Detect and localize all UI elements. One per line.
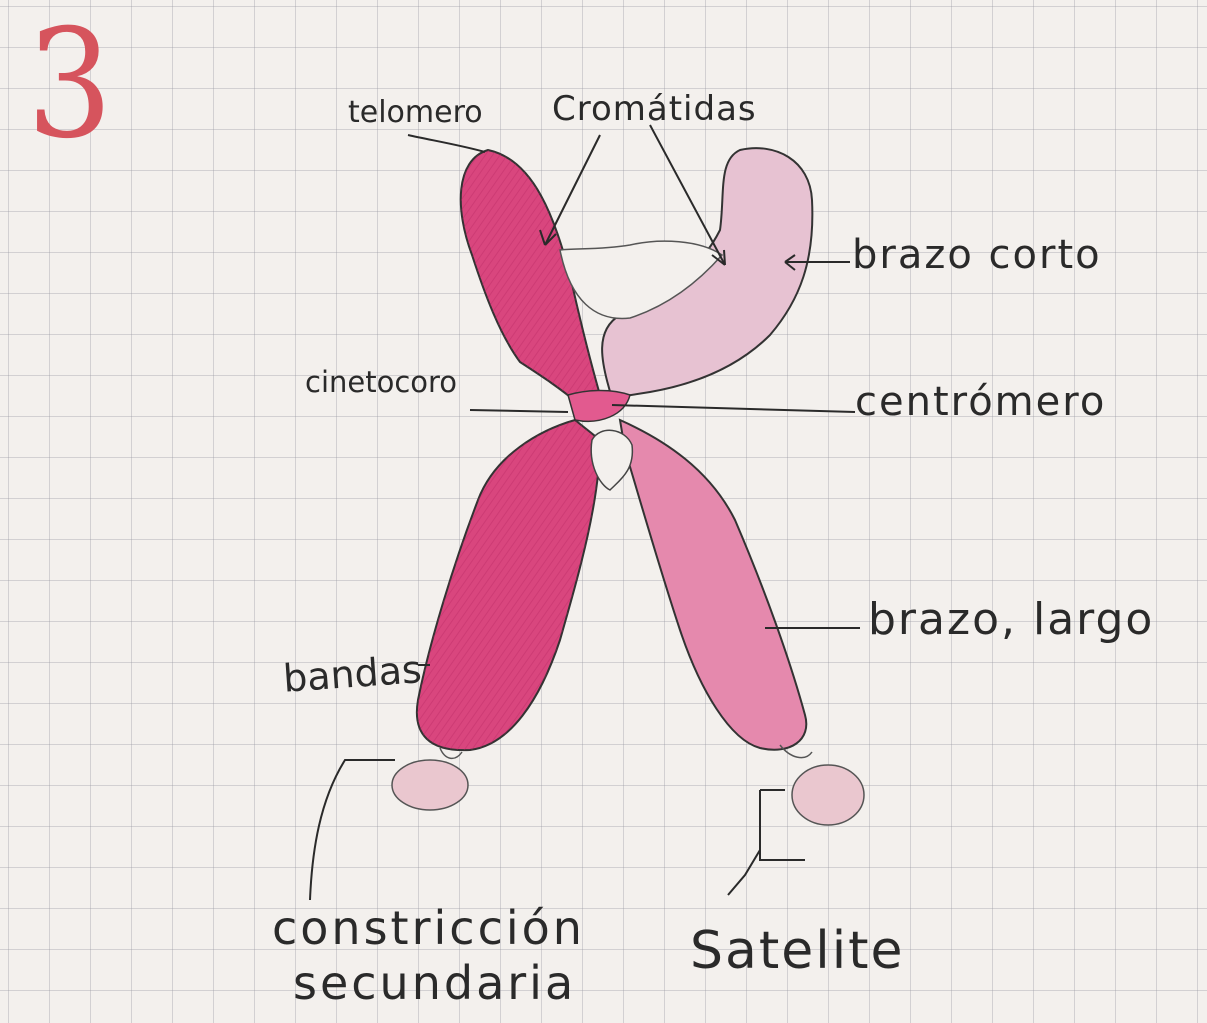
satelite-label: Satelite — [690, 925, 905, 977]
lower-right-chromatid — [620, 420, 806, 750]
cinetocoro-label: cinetocoro — [305, 368, 457, 397]
constriccion-label: constricción — [272, 905, 585, 951]
centromero-line — [612, 405, 855, 412]
right-satellite — [792, 765, 864, 825]
brazo-largo-label: brazo, largo — [868, 598, 1154, 642]
cromatidas-label: Cromátidas — [552, 92, 757, 126]
constriccion-line — [310, 760, 395, 900]
satelite-line — [728, 850, 760, 895]
left-satellite — [392, 760, 468, 810]
telomero-line — [408, 135, 485, 152]
brazo-corto-label: brazo corto — [852, 235, 1102, 275]
centromero-label: centrómero — [855, 382, 1106, 422]
secundaria-label: secundaria — [293, 960, 576, 1006]
bandas-label: bandas — [282, 650, 423, 698]
cinetocoro-line — [470, 410, 568, 412]
cromatidas-line-left — [545, 135, 600, 245]
telomero-label: telomero — [348, 98, 483, 128]
